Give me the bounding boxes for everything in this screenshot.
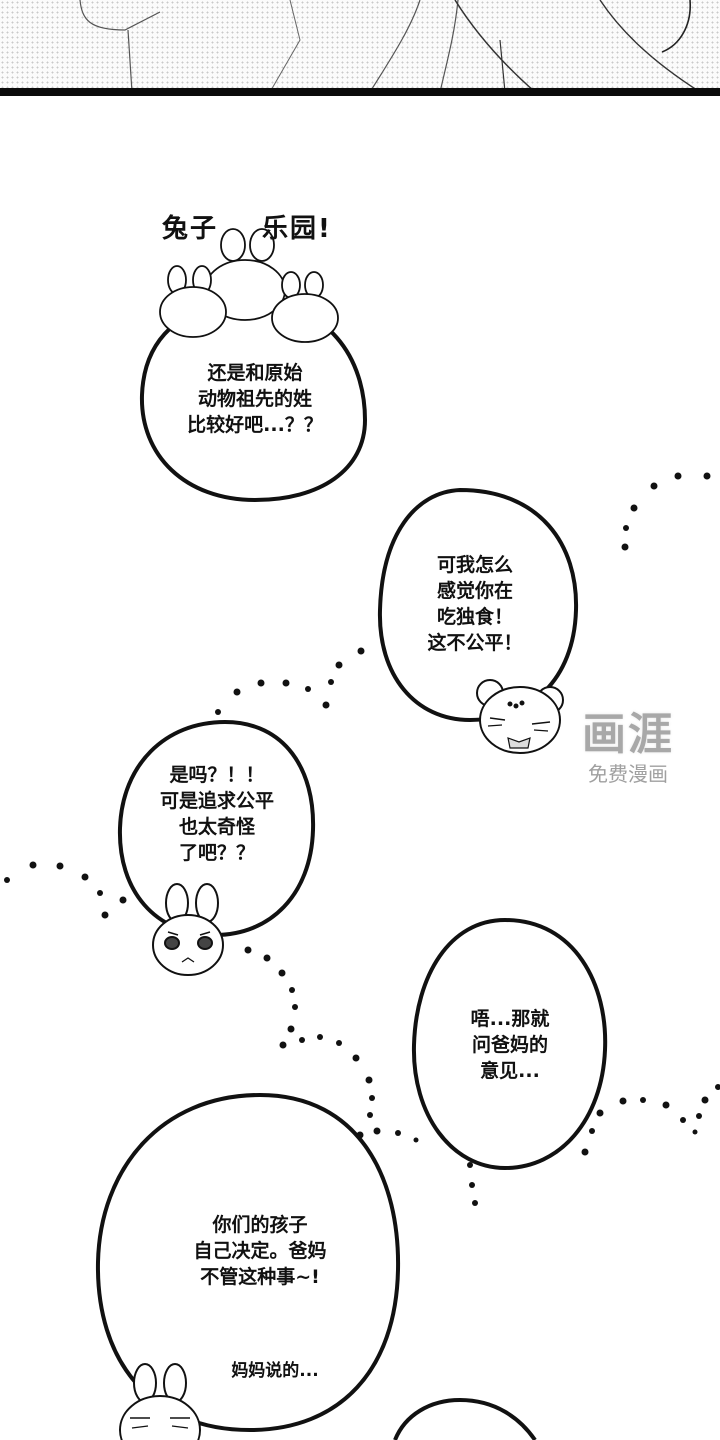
title-caption-part1: 兔子 <box>162 214 219 244</box>
speech-bubble-4: 唔...那就 问爸妈的 意见... <box>430 1006 590 1084</box>
bubble-5-line-2: 自己决定。爸妈 <box>193 1240 327 1262</box>
dotted-trail-4 <box>244 946 419 1143</box>
watermark-subtitle: 免费漫画 <box>588 762 668 786</box>
bubble-2-line-3: 吃独食！ <box>436 606 513 628</box>
bubble-1-line-2: 动物祖先的姓 <box>197 388 312 410</box>
rabbit-character-frowning <box>152 883 224 976</box>
speech-bubble-5: 你们的孩子 自己决定。爸妈 不管这种事~! <box>140 1212 380 1290</box>
watermark: 画涯 免费漫画 <box>566 708 690 786</box>
speech-bubble-4-outline <box>411 918 608 1170</box>
speech-bubble-5-outline <box>95 1093 401 1432</box>
hamster-character <box>476 679 564 754</box>
bubble-5-line-3: 不管这种事~! <box>200 1266 320 1288</box>
speech-bubble-2-outline <box>377 488 579 722</box>
dotted-trail-2 <box>215 647 365 715</box>
rabbit-character-sleepy <box>119 1363 201 1440</box>
speech-bubble-6-partial-outline <box>393 1398 537 1440</box>
dotted-trail-3 <box>4 861 142 919</box>
title-caption-part2: 乐园! <box>262 214 332 244</box>
panel-border <box>0 88 720 96</box>
top-panel-line-art <box>79 0 701 92</box>
bubble-3-line-3: 也太奇怪 <box>178 816 255 838</box>
dotted-trail-6 <box>467 1162 478 1206</box>
speech-bubble-2: 可我怎么 感觉你在 吃独食！ 这不公平！ <box>385 552 565 656</box>
bubble-1-line-1: 还是和原始 <box>207 362 303 384</box>
speech-bubble-1: 还是和原始 动物祖先的姓 比较好吧...？？ <box>150 360 360 438</box>
top-panel-artwork <box>0 0 720 92</box>
bubble-4-line-1: 唔...那就 <box>470 1008 550 1030</box>
bubble-2-line-4: 这不公平！ <box>427 632 523 654</box>
rabbit-family-drawing <box>159 228 339 343</box>
dotted-trail-1 <box>621 472 711 551</box>
dotted-trail-5 <box>581 1084 720 1156</box>
bubble-2-line-1: 可我怎么 <box>436 554 513 576</box>
aside-caption: 妈妈说的... <box>231 1361 319 1381</box>
bubble-5-line-1: 你们的孩子 <box>212 1214 308 1236</box>
speech-bubble-3: 是吗？！！ 可是追求公平 也太奇怪 了吧？？ <box>122 762 312 866</box>
bubble-3-line-1: 是吗？！！ <box>169 764 265 786</box>
watermark-logo: 画涯 <box>582 709 674 760</box>
bubble-3-line-2: 可是追求公平 <box>159 790 274 812</box>
bubble-4-line-3: 意见... <box>480 1060 540 1082</box>
bubble-3-line-4: 了吧？？ <box>178 842 255 864</box>
bubble-1-line-3: 比较好吧...？？ <box>187 414 323 436</box>
speech-bubble-1-outline <box>139 299 367 502</box>
bubble-2-line-2: 感觉你在 <box>436 580 513 602</box>
bubble-4-line-2: 问爸妈的 <box>471 1034 548 1056</box>
